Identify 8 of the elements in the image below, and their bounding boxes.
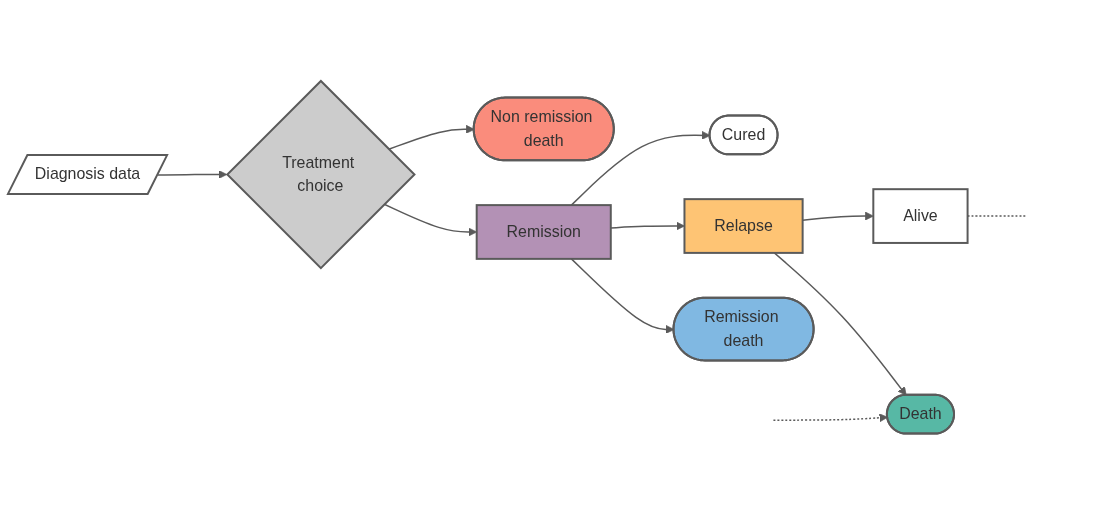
node-box: Relapse	[683, 198, 804, 254]
arrow	[773, 252, 907, 396]
arrow	[157, 170, 228, 179]
node-diamond: Treatment choice	[225, 79, 416, 270]
arrow	[610, 221, 685, 231]
arrow	[772, 413, 888, 423]
node-box: Remission	[475, 204, 612, 260]
node-box: Alive	[872, 188, 969, 244]
